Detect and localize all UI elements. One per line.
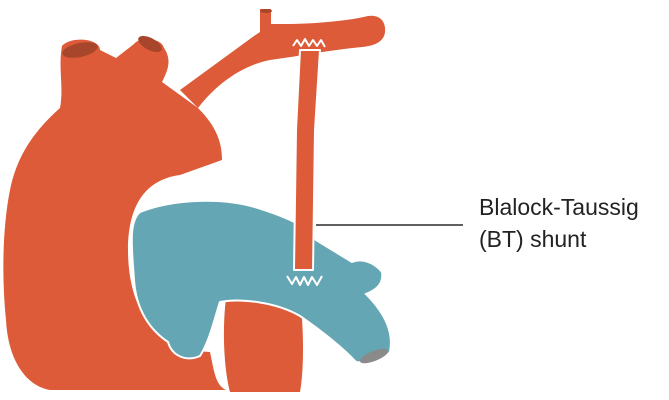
bt-shunt-label-line2: (BT) shunt [479, 223, 639, 255]
subclavian-artery [180, 9, 385, 108]
bt-shunt-label-line1: Blalock-Taussig [479, 191, 639, 223]
subclavian-opening [260, 9, 272, 13]
bt-shunt-tube [294, 50, 320, 270]
bt-shunt-label: Blalock-Taussig (BT) shunt [479, 191, 639, 255]
